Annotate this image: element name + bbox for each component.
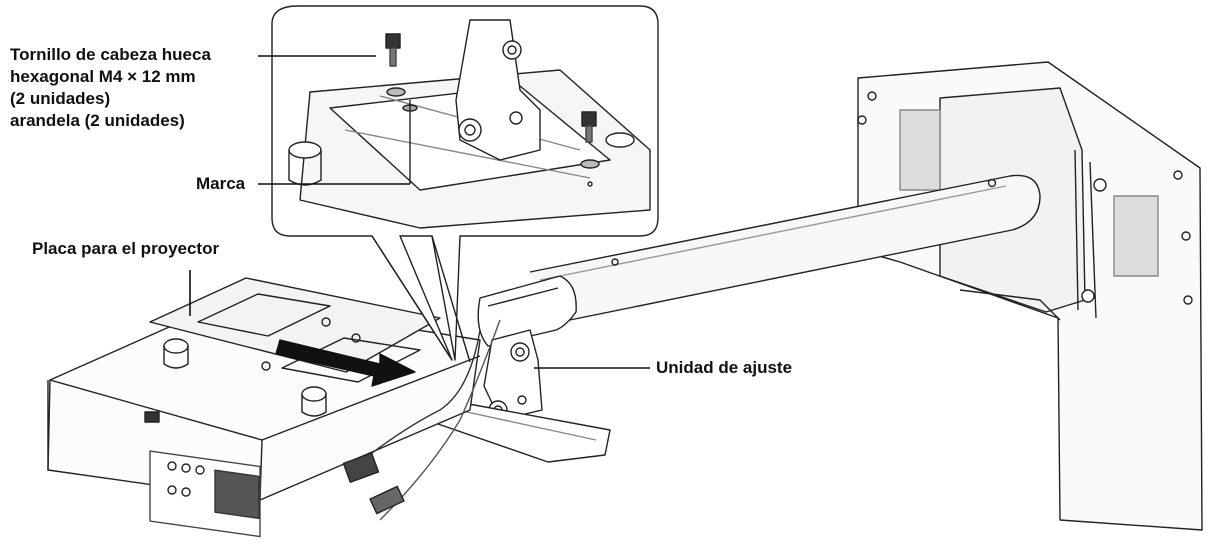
screw-label-line2: hexagonal M4 × 12 mm [10,67,196,86]
screw-label-line4: arandela (2 unidades) [10,111,185,130]
extension-arm [477,174,1041,347]
slide-direction-arrow [275,339,416,387]
screw-label-line3: (2 unidades) [10,89,111,108]
detail-zoom-bubble [271,5,659,363]
screw-callout: Tornillo de cabeza hueca hexagonal M4 × … [10,44,211,132]
screw-label-line1: Tornillo de cabeza hueca [10,45,211,64]
projector-plate-label: Placa para el proyector [32,239,220,258]
wall-plate [857,61,1203,531]
mark-label: Marca [196,174,246,193]
adjustment-unit-label: Unidad de ajuste [656,358,793,377]
